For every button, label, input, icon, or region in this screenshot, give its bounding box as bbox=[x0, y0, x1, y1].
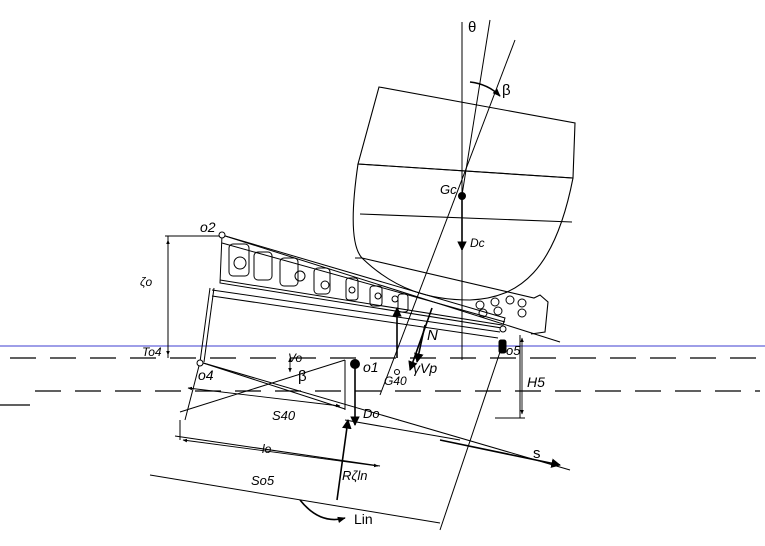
label-o1: o1 bbox=[363, 359, 379, 375]
points bbox=[196, 192, 507, 375]
vp-arrow bbox=[408, 307, 433, 371]
label-l0: lo bbox=[262, 442, 272, 456]
dashed-reference-lines bbox=[0, 357, 760, 406]
label-o5: o5 bbox=[506, 343, 521, 358]
label-theta: θ bbox=[468, 19, 476, 36]
label-beta-low: β bbox=[298, 368, 307, 385]
label-d0: Do bbox=[363, 406, 380, 421]
label-o4: o4 bbox=[198, 367, 214, 383]
lin-moment-arrow bbox=[299, 499, 346, 524]
label-n: N bbox=[427, 327, 438, 344]
point-g40 bbox=[394, 369, 400, 375]
point-o1 bbox=[350, 359, 360, 369]
point-gc bbox=[458, 192, 466, 200]
blank-corner bbox=[0, 470, 88, 541]
point-o5 bbox=[499, 325, 507, 333]
s-arrow bbox=[439, 439, 561, 468]
label-zeta0: ζo bbox=[140, 275, 153, 289]
label-s: s bbox=[533, 445, 541, 462]
label-beta-top: β bbox=[502, 82, 511, 99]
label-h5: H5 bbox=[527, 374, 545, 390]
dimension-arrows bbox=[166, 239, 524, 468]
label-o2: o2 bbox=[200, 219, 216, 235]
ship-hull bbox=[352, 86, 576, 335]
label-v0: Vo bbox=[288, 351, 303, 365]
label-to4: To4 bbox=[142, 345, 162, 359]
label-rzln: Rζln bbox=[342, 468, 368, 483]
label-s40: S40 bbox=[272, 408, 296, 423]
platform-panels bbox=[228, 243, 527, 318]
fender-o5 bbox=[498, 339, 507, 354]
label-s05: So5 bbox=[251, 473, 275, 488]
label-dc: Dc bbox=[470, 236, 485, 250]
point-o4 bbox=[196, 359, 204, 367]
label-vp: γVp bbox=[413, 360, 437, 376]
label-lin: Lin bbox=[354, 511, 373, 527]
labels: θ β Gc Dc o2 ζo To4 o4 Vo β o1 S40 Do G4… bbox=[140, 19, 545, 527]
label-gc: Gc bbox=[440, 182, 457, 197]
beta-top-arrow bbox=[469, 81, 501, 97]
label-g40: G40 bbox=[384, 374, 407, 388]
point-o2 bbox=[218, 231, 226, 239]
